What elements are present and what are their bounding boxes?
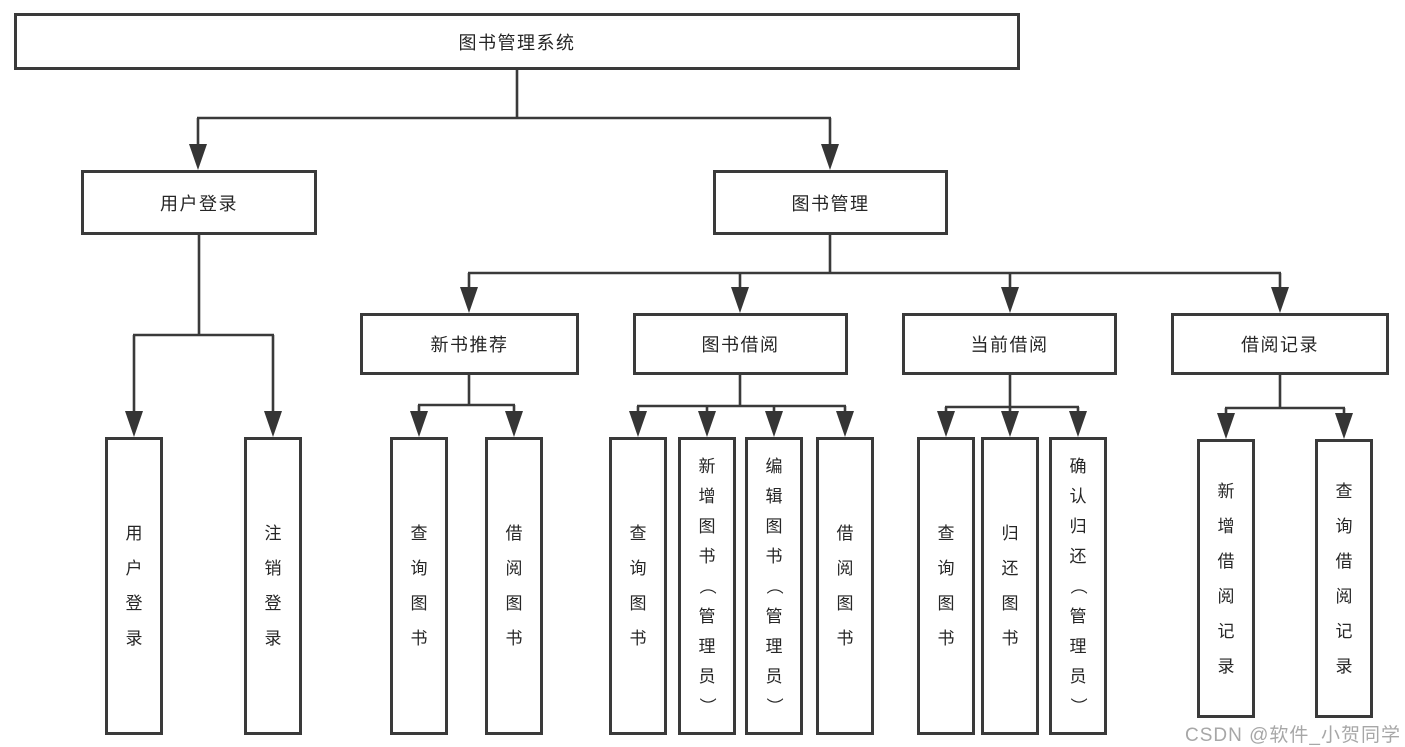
leaf-add-borrow-record: 新增借阅记录 (1197, 439, 1255, 718)
leaf-logout-label: 注销登录 (264, 524, 282, 648)
leaf-user-login: 用户登录 (105, 437, 163, 735)
node-current-borrow: 当前借阅 (902, 313, 1117, 375)
node-book-management-label: 图书管理 (791, 193, 870, 214)
leaf-borrow-books-recommend: 借阅图书 (485, 437, 543, 735)
leaf-borrow-books: 借阅图书 (816, 437, 874, 735)
node-new-book-recommend-label: 新书推荐 (430, 335, 509, 355)
node-book-borrow: 图书借阅 (633, 313, 848, 375)
node-user-login-label: 用户登录 (160, 193, 238, 214)
leaf-return-books: 归还图书 (981, 437, 1039, 735)
node-borrow-records-label: 借阅记录 (1241, 335, 1319, 355)
leaf-query-books-borrow-label: 查询图书 (629, 524, 647, 648)
leaf-confirm-return-admin-label: 确认归还（管理员） (1068, 456, 1088, 715)
leaf-edit-books-admin: 编辑图书（管理员） (745, 437, 803, 735)
node-current-borrow-label: 当前借阅 (970, 335, 1049, 355)
node-library-system-label: 图书管理系统 (458, 32, 576, 53)
node-book-management: 图书管理 (713, 170, 948, 235)
leaf-query-books-current-label: 查询图书 (937, 524, 955, 648)
leaf-add-borrow-record-label: 新增借阅记录 (1217, 481, 1235, 676)
csdn-watermark: CSDN @软件_小贺同学 (1185, 725, 1401, 746)
node-new-book-recommend: 新书推荐 (360, 313, 579, 375)
node-user-login: 用户登录 (81, 170, 317, 235)
leaf-add-books-admin-label: 新增图书（管理员） (697, 456, 717, 715)
node-library-system: 图书管理系统 (14, 13, 1020, 70)
leaf-add-books-admin: 新增图书（管理员） (678, 437, 736, 735)
leaf-query-books-recommend-label: 查询图书 (410, 524, 428, 648)
leaf-query-borrow-record: 查询借阅记录 (1315, 439, 1373, 718)
leaf-borrow-books-recommend-label: 借阅图书 (505, 524, 523, 648)
leaf-query-books-recommend: 查询图书 (390, 437, 448, 735)
leaf-confirm-return-admin: 确认归还（管理员） (1049, 437, 1107, 735)
leaf-logout: 注销登录 (244, 437, 302, 735)
leaf-query-borrow-record-label: 查询借阅记录 (1335, 481, 1353, 676)
leaf-query-books-borrow: 查询图书 (609, 437, 667, 735)
leaf-borrow-books-label: 借阅图书 (836, 524, 854, 648)
leaf-edit-books-admin-label: 编辑图书（管理员） (764, 456, 784, 715)
node-book-borrow-label: 图书借阅 (701, 335, 780, 355)
leaf-return-books-label: 归还图书 (1001, 524, 1019, 648)
leaf-query-books-current: 查询图书 (917, 437, 975, 735)
leaf-user-login-label: 用户登录 (125, 524, 143, 648)
node-borrow-records: 借阅记录 (1171, 313, 1389, 375)
